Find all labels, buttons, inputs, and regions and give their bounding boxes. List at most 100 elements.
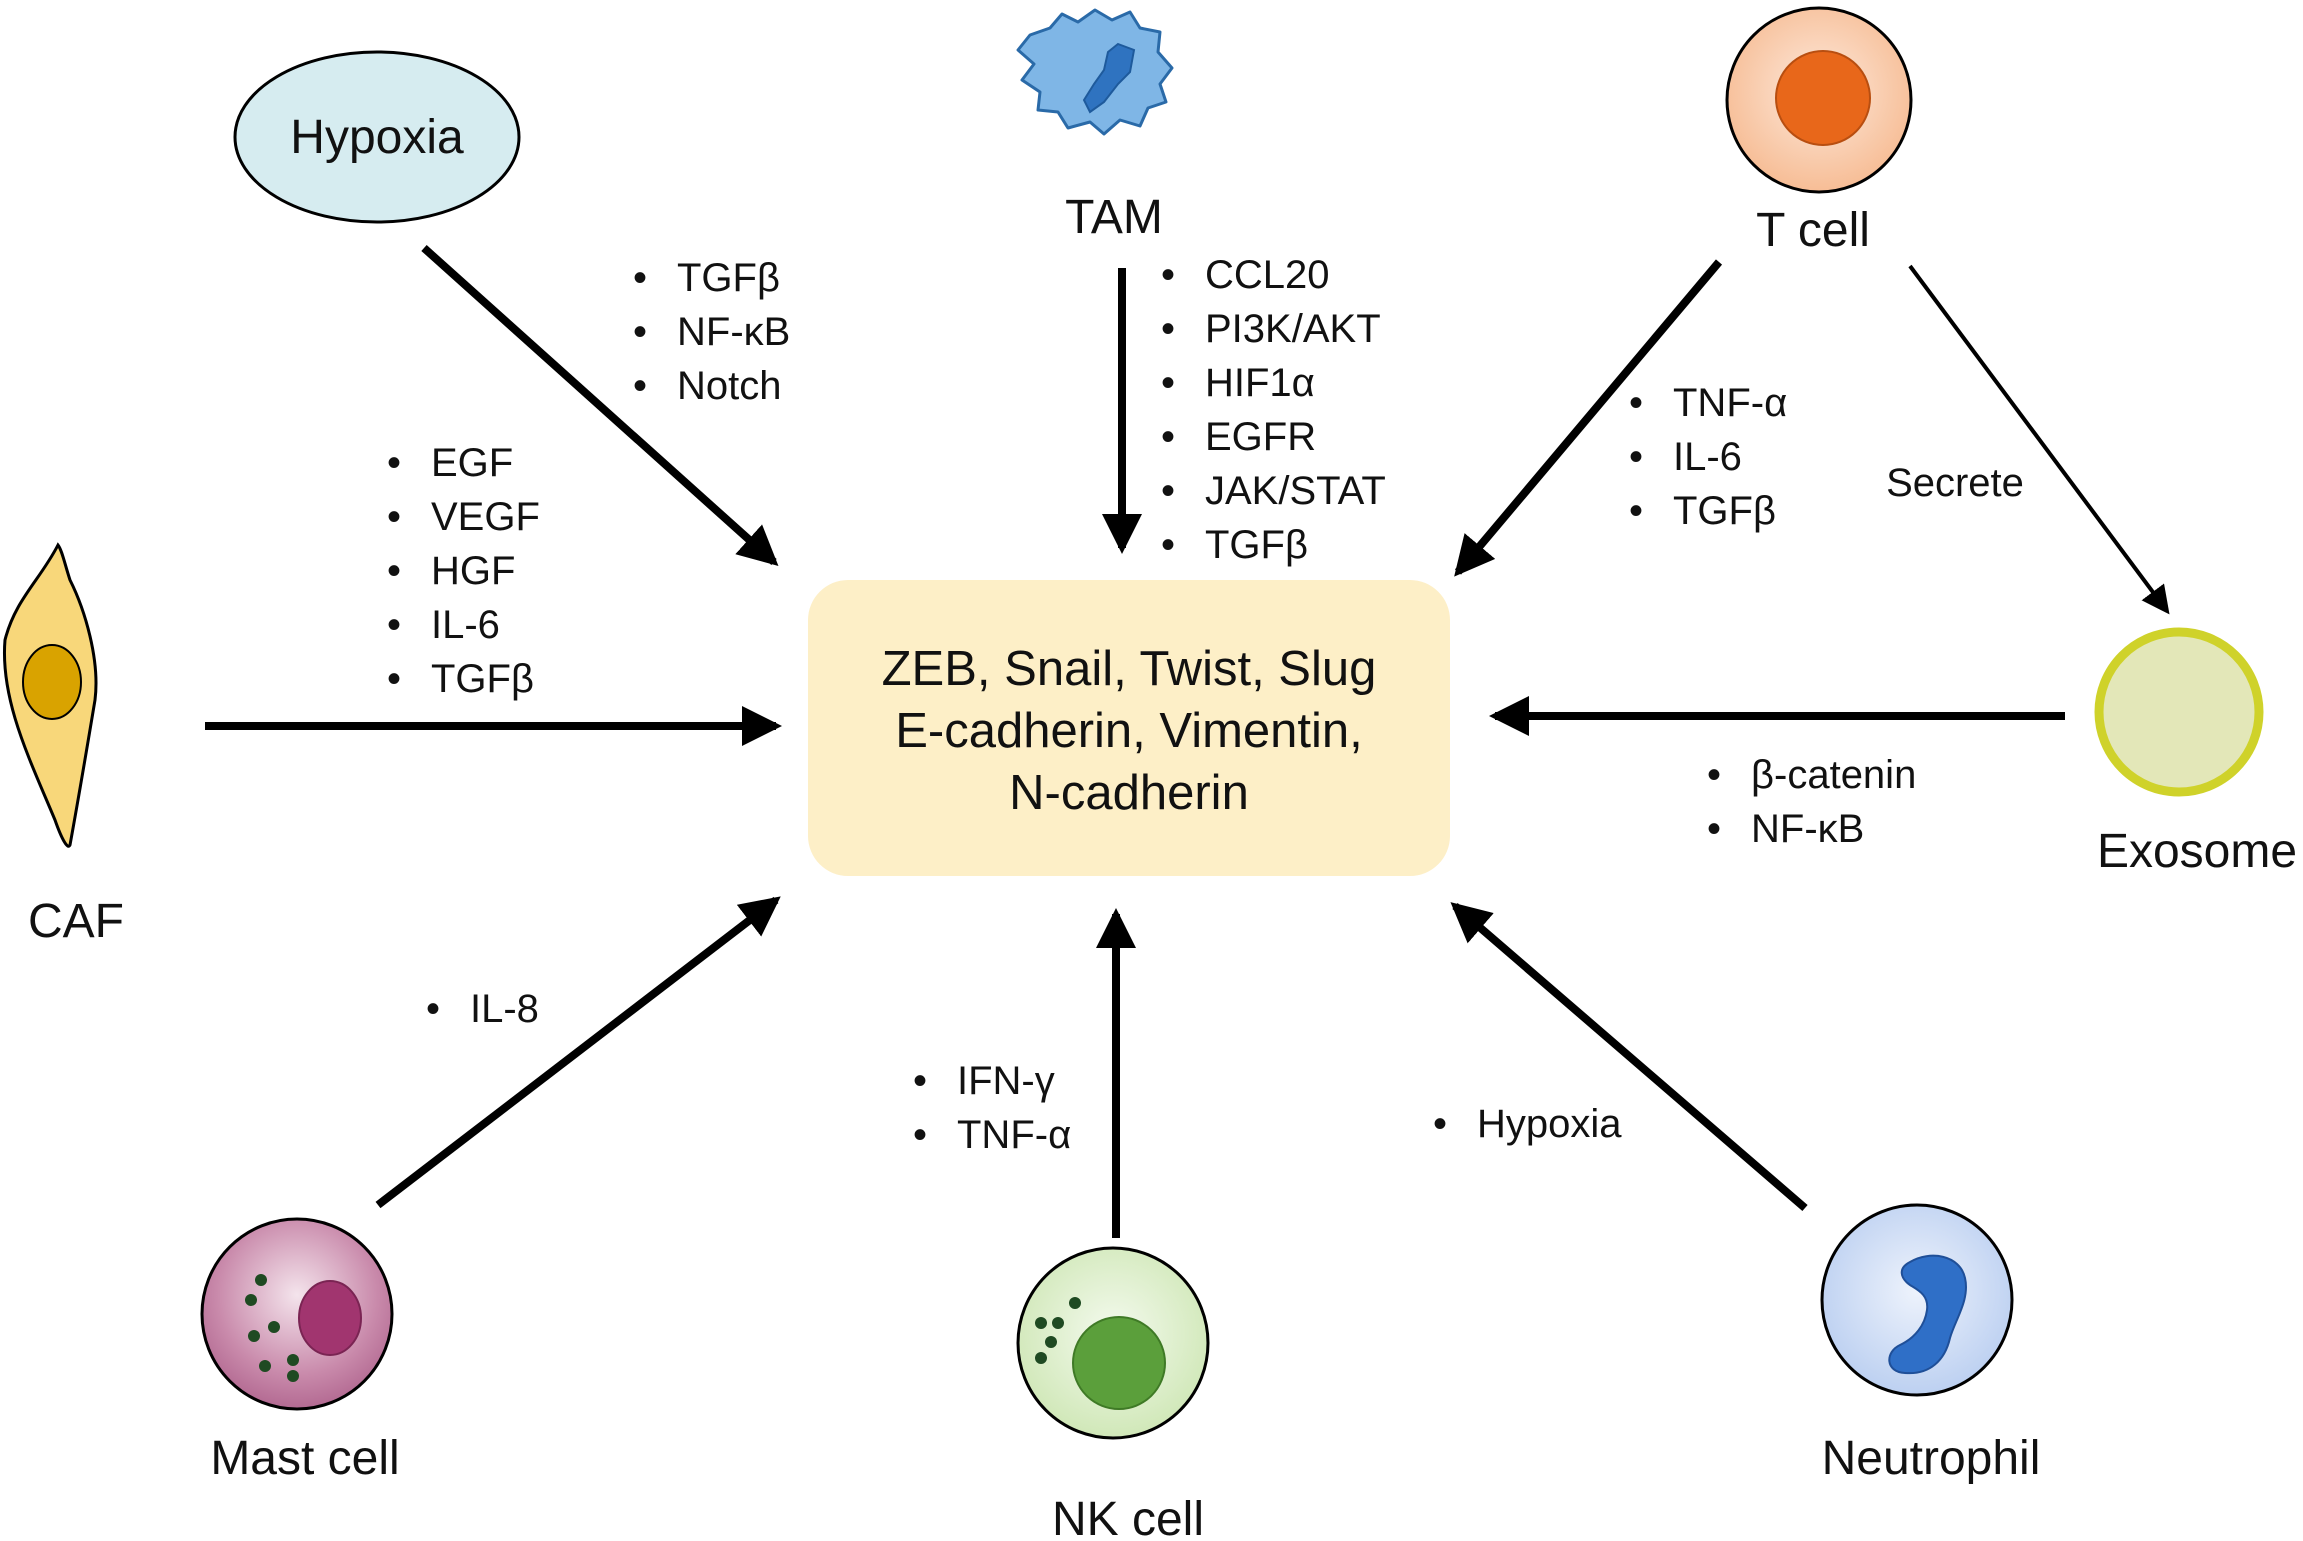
neutrophil-node: Neutrophil: [1820, 1203, 2041, 1485]
list-bullet: •: [387, 495, 401, 539]
list-item: Notch: [677, 364, 782, 408]
center-box-bg: [808, 580, 1450, 876]
list-bullet: •: [1629, 435, 1643, 479]
tcell-label: T cell: [1756, 204, 1870, 257]
center-line-2: E-cadherin, Vimentin,: [895, 704, 1363, 758]
list-bullet: •: [1433, 1102, 1447, 1146]
list-item: NF-κB: [1751, 807, 1864, 851]
hypoxia-node: Hypoxia: [233, 50, 521, 224]
center-line-3: N-cadherin: [1009, 766, 1249, 820]
list-item: TGFβ: [677, 256, 780, 300]
list-bullet: •: [1629, 489, 1643, 533]
nk-granule: [1069, 1297, 1081, 1309]
mast-granule: [248, 1330, 260, 1342]
list-bullet: •: [1161, 415, 1175, 459]
nk-nucleus-icon: [1072, 1316, 1166, 1410]
list-item: β-catenin: [1751, 753, 1916, 797]
list-item: IFN-γ: [957, 1059, 1055, 1103]
mast-cell-node: Mast cell: [200, 1217, 400, 1485]
list-item: Hypoxia: [1477, 1102, 1622, 1146]
list-bullet: •: [913, 1059, 927, 1103]
list-bullet: •: [633, 310, 647, 354]
nk-label: NK cell: [1052, 1493, 1204, 1541]
list-item: TGFβ: [431, 657, 534, 701]
nk-granule: [1052, 1317, 1064, 1329]
list-bullet: •: [1161, 253, 1175, 297]
list-item: TGFβ: [1205, 523, 1308, 567]
hypoxia-ellipse: [233, 50, 521, 224]
hypoxia-label: Hypoxia: [290, 111, 464, 164]
tam-label: TAM: [1065, 191, 1163, 244]
list-item: JAK/STAT: [1205, 469, 1386, 513]
list-bullet: •: [387, 657, 401, 701]
arrow-tcell-to-center: [1454, 259, 1723, 577]
neutrophil-label: Neutrophil: [1822, 1432, 2041, 1485]
tam-factor-list: • CCL20 • PI3K/AKT • HIF1α • EGFR • JAK/…: [1161, 253, 1386, 567]
list-item: IL-6: [431, 603, 500, 647]
mast-label: Mast cell: [210, 1432, 399, 1485]
emt-marker-box: ZEB, Snail, Twist, Slug E-cadherin, Vime…: [808, 580, 1450, 876]
list-bullet: •: [1629, 381, 1643, 425]
list-item: EGFR: [1205, 415, 1316, 459]
exosome-label: Exosome: [2097, 825, 2297, 878]
list-item: NF-κB: [677, 310, 790, 354]
list-bullet: •: [1161, 523, 1175, 567]
list-bullet: •: [633, 256, 647, 300]
exosome-icon: [2094, 627, 2264, 797]
mast-granule: [259, 1360, 271, 1372]
list-item: IL-6: [1673, 435, 1742, 479]
tam-nucleus-icon: [1082, 42, 1136, 114]
list-bullet: •: [387, 549, 401, 593]
mast-nucleus-icon: [298, 1280, 362, 1356]
nk-granule: [1045, 1336, 1057, 1348]
list-bullet: •: [426, 987, 440, 1031]
list-item: TGFβ: [1673, 489, 1776, 533]
tam-cell-icon: [1016, 8, 1174, 136]
arrow-mast-to-center: [375, 896, 781, 1209]
list-item: CCL20: [1205, 253, 1330, 297]
list-item: TNF-α: [1673, 381, 1787, 425]
nk-granule: [1035, 1352, 1047, 1364]
mast-factor-list: • IL-8: [426, 987, 539, 1031]
exosome-factor-list: • β-catenin • NF-κB: [1707, 753, 1916, 851]
list-bullet: •: [1161, 361, 1175, 405]
mast-granule: [255, 1274, 267, 1286]
arrows: [205, 245, 2170, 1238]
nk-granules: [1035, 1297, 1081, 1364]
neutrophil-nucleus-icon: [1888, 1254, 1967, 1375]
list-bullet: •: [387, 603, 401, 647]
mast-membrane-icon: [200, 1217, 394, 1411]
mast-granule: [287, 1354, 299, 1366]
mast-granule: [245, 1294, 257, 1306]
list-item: PI3K/AKT: [1205, 307, 1381, 351]
mast-granules: [245, 1274, 299, 1382]
tcell-factor-list: • TNF-α • IL-6 • TGFβ: [1629, 381, 1787, 533]
center-line-1: ZEB, Snail, Twist, Slug: [882, 642, 1377, 696]
list-bullet: •: [913, 1113, 927, 1157]
exosome-node: Exosome: [2094, 627, 2297, 878]
list-bullet: •: [633, 364, 647, 408]
caf-node: CAF: [2, 542, 124, 948]
nk-factor-list: • IFN-γ • TNF-α: [913, 1059, 1071, 1157]
list-bullet: •: [387, 441, 401, 485]
neutrophil-membrane-icon: [1820, 1203, 2014, 1397]
list-item: EGF: [431, 441, 513, 485]
list-bullet: •: [1161, 307, 1175, 351]
list-item: VEGF: [431, 495, 540, 539]
list-bullet: •: [1161, 469, 1175, 513]
caf-label: CAF: [28, 895, 124, 948]
arrow-neutrophil-to-center: [1450, 902, 1808, 1212]
arrow-tcell-to-exosome: [1908, 264, 2170, 615]
list-bullet: •: [1707, 753, 1721, 797]
list-item: IL-8: [470, 987, 539, 1031]
nk-cell-node: NK cell: [1016, 1246, 1210, 1541]
tcell-node: T cell: [1725, 6, 1913, 257]
mast-granule: [287, 1370, 299, 1382]
tcell-nucleus-icon: [1775, 50, 1871, 146]
mast-granule: [268, 1321, 280, 1333]
caf-nucleus-icon: [22, 644, 82, 720]
secrete-label: Secrete: [1886, 461, 2024, 505]
tam-node: TAM: [1016, 8, 1174, 244]
caf-factor-list: • EGF • VEGF • HGF • IL-6 • TGFβ: [387, 441, 540, 701]
